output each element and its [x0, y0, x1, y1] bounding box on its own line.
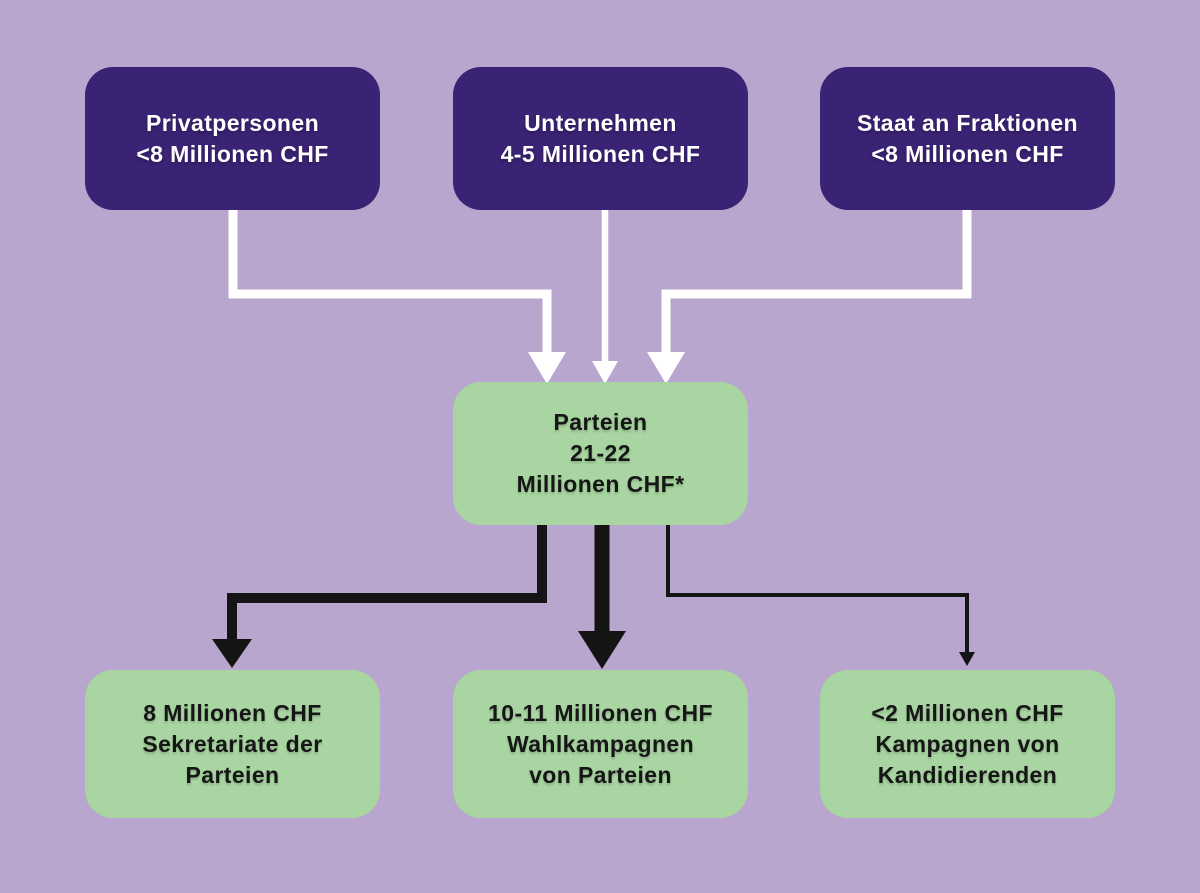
arrowhead-staat-to-parteien — [647, 352, 685, 384]
output-purpose: von Parteien — [529, 761, 672, 788]
arrow-parteien-to-sekretariate — [227, 520, 547, 641]
source-box-staat-an-fraktionen: Staat an Fraktionen <8 Millionen CHF — [820, 67, 1115, 210]
arrowhead-unternehmen-to-parteien — [592, 361, 618, 384]
arrow-staat-to-parteien — [661, 205, 972, 353]
hub-name: Parteien — [553, 409, 648, 435]
output-box-wahlkampagnen: 10-11 Millionen CHF Wahlkampagnen von Pa… — [453, 670, 748, 818]
source-name: Privatpersonen — [145, 109, 320, 136]
source-name: Unternehmen — [524, 109, 677, 136]
arrowhead-parteien-to-kandidierende — [959, 652, 975, 666]
output-purpose: Sekretariate der — [142, 730, 323, 757]
arrowhead-parteien-to-sekretariate — [212, 639, 252, 668]
hub-amount: 21-22 — [570, 440, 631, 466]
output-purpose: Wahlkampagnen — [506, 730, 695, 757]
hub-amount-unit: Millionen CHF* — [516, 471, 685, 497]
output-purpose: Kandidierenden — [877, 761, 1058, 788]
output-box-kandidierende: <2 Millionen CHF Kampagnen von Kandidier… — [820, 670, 1115, 818]
output-amount: 10-11 Millionen CHF — [488, 699, 713, 726]
arrow-privatpersonen-to-parteien — [228, 205, 552, 353]
source-box-unternehmen: Unternehmen 4-5 Millionen CHF — [453, 67, 748, 210]
output-purpose: Parteien — [185, 761, 280, 788]
arrowhead-parteien-to-wahlkampagnen — [578, 631, 626, 669]
source-name: Staat an Fraktionen — [856, 109, 1079, 136]
arrowhead-privatpersonen-to-parteien — [528, 352, 566, 384]
source-box-privatpersonen: Privatpersonen <8 Millionen CHF — [85, 67, 380, 210]
output-box-sekretariate: 8 Millionen CHF Sekretariate der Parteie… — [85, 670, 380, 818]
output-amount: 8 Millionen CHF — [143, 699, 322, 726]
source-amount: <8 Millionen CHF — [871, 140, 1064, 167]
source-amount: <8 Millionen CHF — [136, 140, 329, 167]
output-amount: <2 Millionen CHF — [871, 699, 1064, 726]
source-amount: 4-5 Millionen CHF — [500, 140, 701, 167]
hub-box-parteien: Parteien 21-22 Millionen CHF* — [453, 382, 748, 525]
output-purpose: Kampagnen von — [875, 730, 1060, 757]
arrow-parteien-to-kandidierende — [666, 520, 969, 654]
